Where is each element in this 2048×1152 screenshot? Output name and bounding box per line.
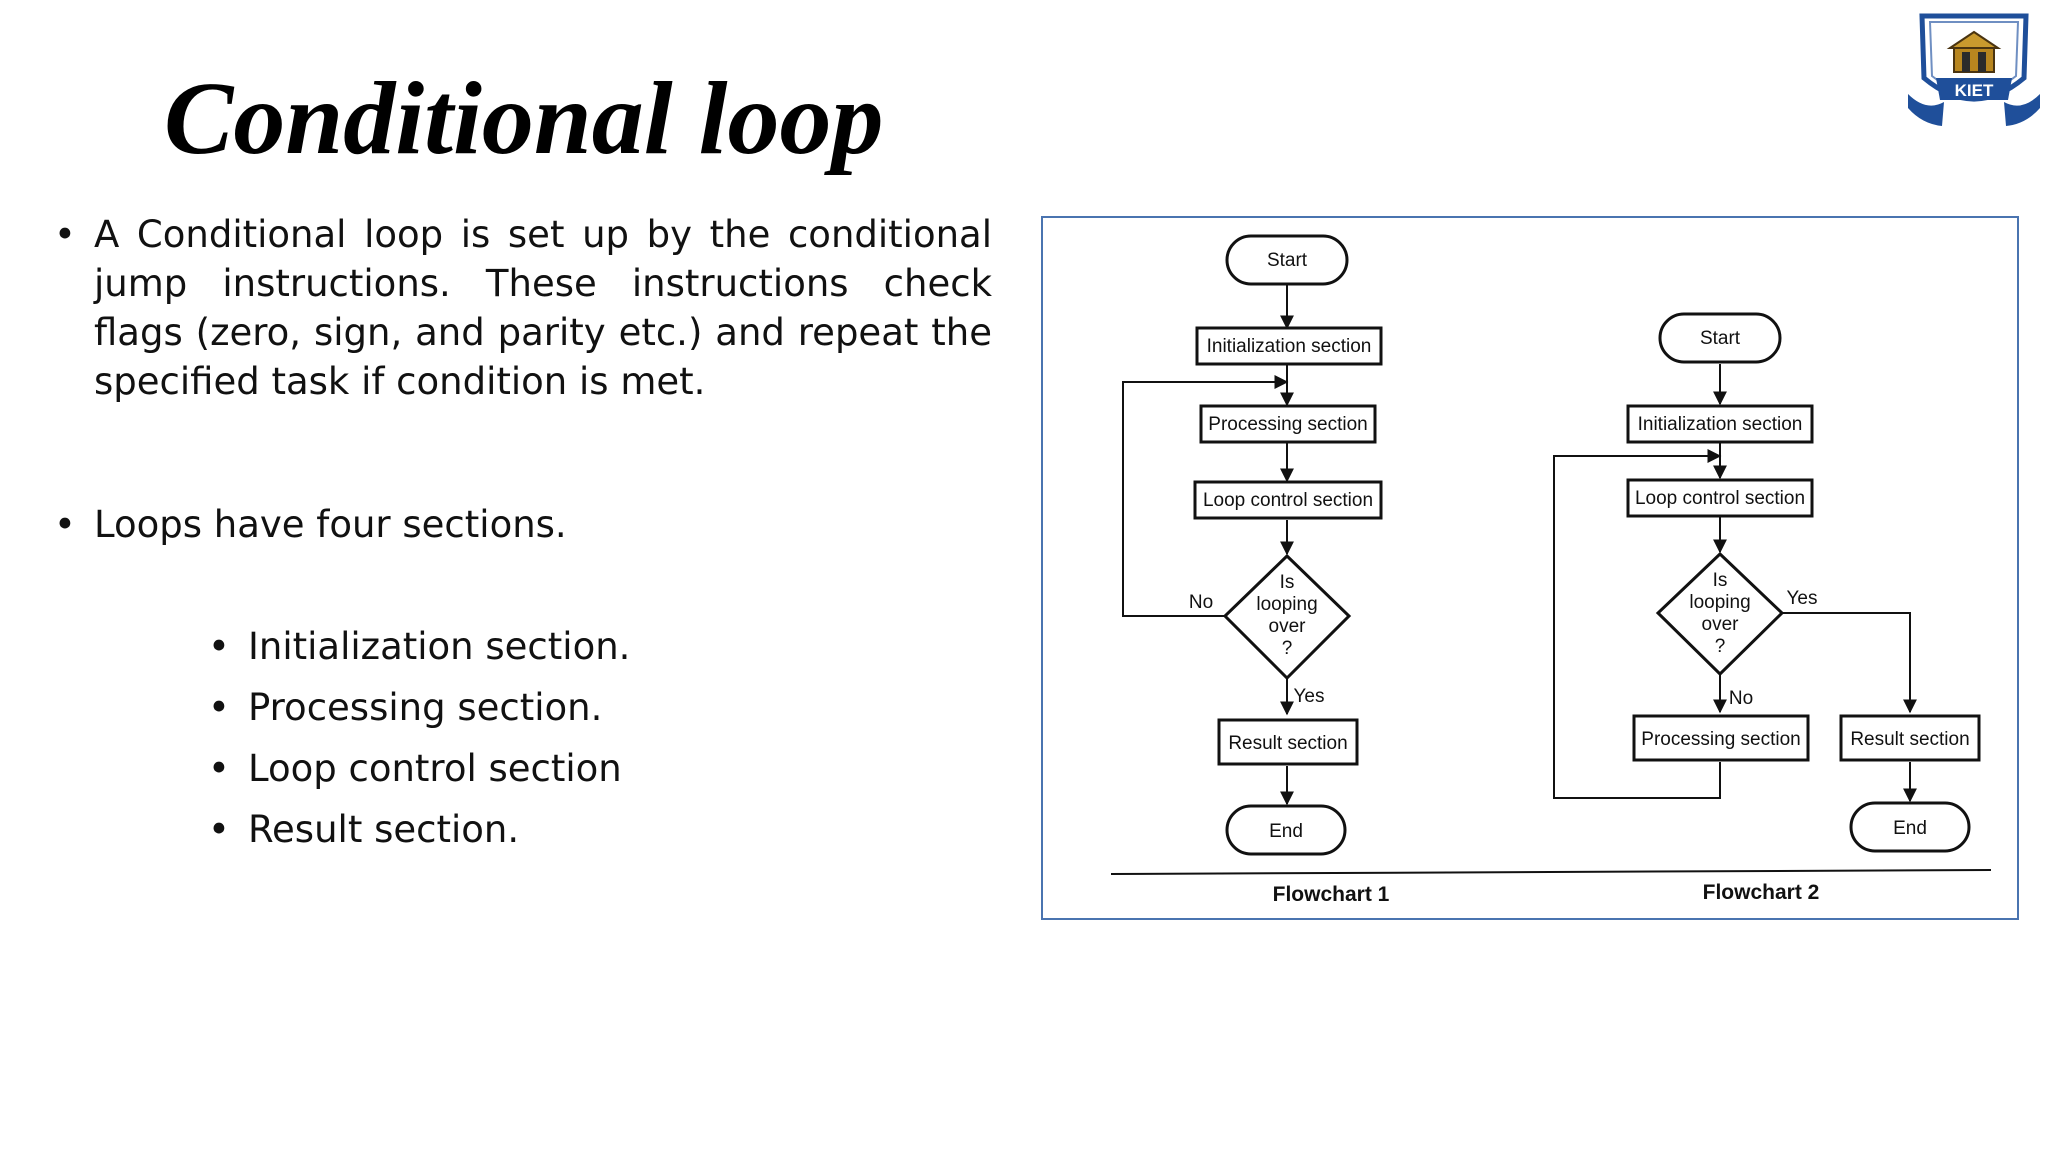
fc2-loop-control-node: [1626, 478, 1814, 518]
fc2-decision-line: ?: [1715, 636, 1726, 657]
fc2-decision-line: over: [1702, 614, 1740, 635]
fc1-processing-node: [1199, 404, 1377, 444]
fc2-result-node: [1839, 714, 1981, 762]
bullet-conditional-loop: A Conditional loop is set up by the cond…: [52, 210, 992, 406]
fc1-loop-control-node: [1193, 480, 1383, 520]
flowchart-figure: Start Initialization section Processing …: [1041, 216, 2019, 920]
fc1-decision-node: [1222, 553, 1352, 681]
fc2-end-label: End: [1893, 818, 1927, 839]
flowchart-1-connectors: [1122, 285, 1294, 806]
fc2-processing-node: [1632, 714, 1810, 762]
fc2-result-label: Result section: [1850, 729, 1969, 750]
fc1-end-label: End: [1269, 821, 1303, 842]
fc1-decision-line: looping: [1256, 594, 1317, 615]
fc2-start-node: [1658, 312, 1782, 364]
fc1-yes-label: Yes: [1294, 686, 1325, 707]
fc1-init-node: [1195, 326, 1383, 366]
fc1-loop-back: [1122, 375, 1289, 617]
flowchart-2-connectors: [1553, 364, 1917, 803]
bullet-list: A Conditional loop is set up by the cond…: [52, 210, 992, 860]
fc1-result-label: Result section: [1228, 733, 1347, 754]
fc2-yes-path: [1782, 612, 1917, 714]
fc1-start-node: [1225, 234, 1349, 286]
fc2-processing-label: Processing section: [1641, 729, 1800, 750]
fc1-init-label: Initialization section: [1207, 336, 1372, 357]
fc1-decision-line: ?: [1282, 638, 1293, 659]
fc1-start-label: Start: [1267, 250, 1308, 271]
fc2-decision-line: looping: [1689, 592, 1750, 613]
institution-logo: KIET: [1908, 13, 2040, 126]
fc2-init-label: Initialization section: [1638, 414, 1803, 435]
fc2-end-node: [1849, 801, 1971, 853]
fc1-caption: Flowchart 1: [1273, 883, 1390, 906]
fc2-loop-back: [1553, 449, 1722, 799]
fc2-no-label: No: [1729, 688, 1753, 709]
fc2-start-label: Start: [1700, 328, 1741, 349]
sections-list: Initialization section. Processing secti…: [52, 616, 992, 860]
section-item: Loop control section: [52, 738, 992, 799]
fc1-processing-label: Processing section: [1208, 414, 1367, 435]
fc1-result-node: [1217, 718, 1359, 766]
slide-title: Conditional loop: [164, 61, 884, 176]
logo-text: KIET: [1955, 81, 1994, 100]
flowcharts-svg: Start Initialization section Processing …: [1110, 234, 1992, 906]
fc2-decision-node: [1655, 551, 1785, 677]
fc1-decision-line: Is: [1280, 572, 1295, 593]
fc1-end-node: [1225, 804, 1347, 856]
fc2-decision-line: Is: [1713, 570, 1728, 591]
caption-divider: [1110, 869, 1992, 875]
fc2-caption: Flowchart 2: [1703, 881, 1820, 904]
fc1-decision-line: over: [1269, 616, 1307, 637]
fc1-no-label: No: [1189, 592, 1213, 613]
fc2-init-node: [1626, 404, 1814, 444]
fc2-loop-control-label: Loop control section: [1635, 488, 1805, 509]
section-item: Processing section.: [52, 677, 992, 738]
section-item: Result section.: [52, 799, 992, 860]
section-item: Initialization section.: [52, 616, 992, 677]
fc2-yes-label: Yes: [1787, 588, 1818, 609]
bullet-four-sections: Loops have four sections.: [52, 500, 992, 549]
fc1-loop-control-label: Loop control section: [1203, 490, 1373, 511]
